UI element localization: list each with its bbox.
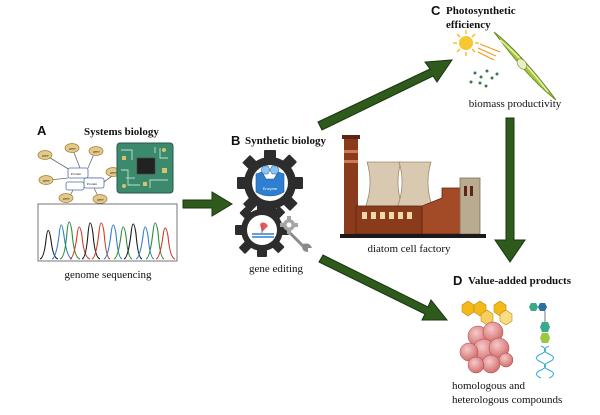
arrow-b-to-d xyxy=(318,254,449,321)
cells-icon xyxy=(459,321,514,374)
panel-a-caption: genome sequencing xyxy=(64,269,152,281)
panel-c-title-line1: Photosynthetic xyxy=(446,5,516,17)
gear-icon xyxy=(280,216,298,234)
factory-caption: diatom cell factory xyxy=(367,243,451,255)
panel-b-letter: B xyxy=(231,133,240,148)
gene-node-label: gene xyxy=(43,179,50,183)
panel-c-caption: biomass productivity xyxy=(469,98,562,110)
diatom-icon xyxy=(493,31,557,101)
chromatogram-icon xyxy=(37,203,178,262)
gene-node-label: gene xyxy=(69,147,76,151)
enzyme-icon: Enzyme xyxy=(255,165,285,197)
panel-d-title: Value-added products xyxy=(468,275,572,287)
gene-node-label: gene xyxy=(63,197,70,201)
arrow-c-to-d xyxy=(494,117,526,263)
panel-c-letter: C xyxy=(431,3,441,18)
panel-a-title: Systems biology xyxy=(84,126,159,138)
panel-a: A Systems biology xyxy=(37,123,178,281)
dna-icon xyxy=(529,303,555,379)
panel-d: D Value-added products xyxy=(452,273,572,406)
panel-b-title: Synthetic biology xyxy=(245,135,326,147)
panel-d-caption-line2: heterologous compounds xyxy=(452,394,562,406)
circuit-board-icon xyxy=(116,142,174,194)
enzyme-label: Enzyme xyxy=(263,186,278,191)
wrench-icon xyxy=(289,232,312,252)
panel-b: B Synthetic biology Enzyme xyxy=(231,133,326,275)
panel-c: C Photosynthetic efficiency xyxy=(431,3,562,110)
factory-icon xyxy=(340,135,486,238)
panel-d-caption-line1: homologous and xyxy=(452,380,526,392)
gene-node-label: gene xyxy=(110,171,117,175)
protein-node-label: Protein xyxy=(71,172,81,176)
protein-node-label: Protein xyxy=(87,182,97,186)
gene-network-icon: gene gene gene gene gene gene gene Prote… xyxy=(37,143,121,204)
panel-b-caption: gene editing xyxy=(249,263,304,275)
sun-icon xyxy=(453,30,501,61)
arrow-b-to-c xyxy=(317,59,453,131)
panel-d-letter: D xyxy=(453,273,462,288)
crispr-icon xyxy=(252,222,274,238)
arrow-a-to-b xyxy=(182,191,233,217)
gas-dots-icon xyxy=(469,69,499,88)
gene-node-label: gene xyxy=(97,198,104,202)
panel-a-letter: A xyxy=(37,123,47,138)
flow-arrows xyxy=(182,59,526,321)
gene-node-label: gene xyxy=(93,150,100,154)
molecule-icon xyxy=(461,300,513,326)
panel-c-title-line2: efficiency xyxy=(446,19,491,31)
gene-node-label: gene xyxy=(42,154,49,158)
